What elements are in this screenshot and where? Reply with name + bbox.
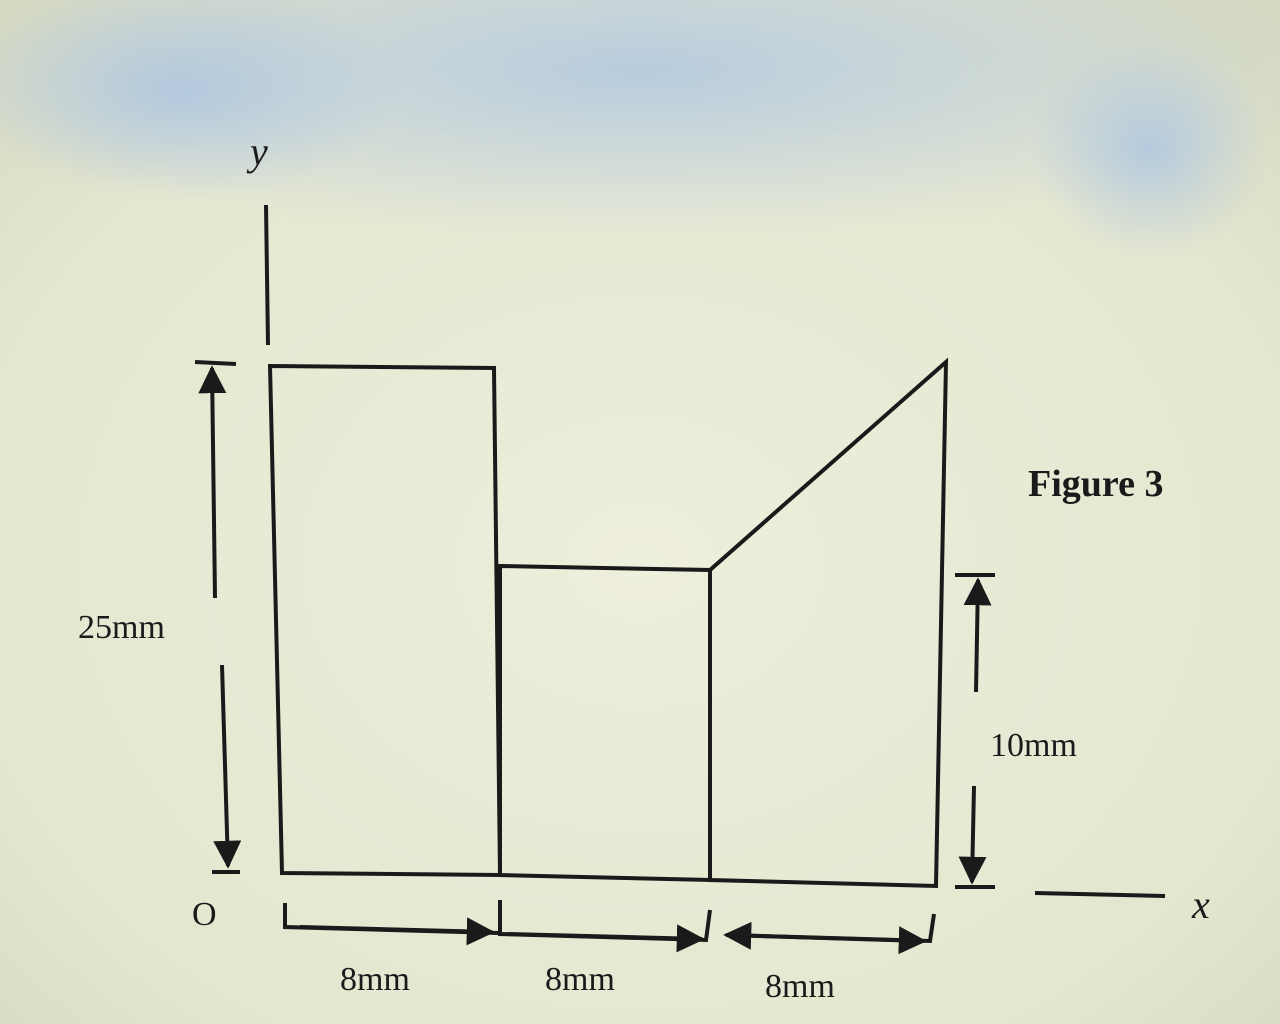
ink-bleed-left (0, 0, 400, 200)
dim-25-top-tick (194, 360, 237, 366)
x-axis-label: x (1191, 882, 1210, 927)
dim-label-width-1: 8mm (340, 961, 410, 998)
middle-rectangle (498, 563, 712, 883)
dim-width-3-arrow (723, 921, 927, 955)
y-axis-label: y (246, 129, 268, 174)
dim-label-width-2: 8mm (545, 961, 615, 998)
dim-width-1-arrow (299, 917, 495, 946)
right-trapezoid (708, 357, 949, 889)
x-axis-line (1034, 891, 1166, 898)
dim-width-2-arrow (507, 924, 705, 953)
y-axis-line (264, 204, 270, 346)
dim-10-upper-arrow (963, 577, 992, 693)
origin-label: O (192, 896, 217, 933)
ink-bleed-right (1030, 40, 1270, 260)
dim-label-25mm: 25mm (78, 609, 165, 646)
left-rectangle (267, 363, 503, 878)
dim-label-width-3: 8mm (765, 968, 835, 1005)
figure-title: Figure 3 (1028, 463, 1163, 505)
dim-25-upper-arrow (198, 365, 227, 599)
dim-10-lower-arrow (958, 785, 987, 885)
dim-25-lower-arrow (213, 664, 242, 869)
dim-label-10mm: 10mm (990, 727, 1077, 764)
